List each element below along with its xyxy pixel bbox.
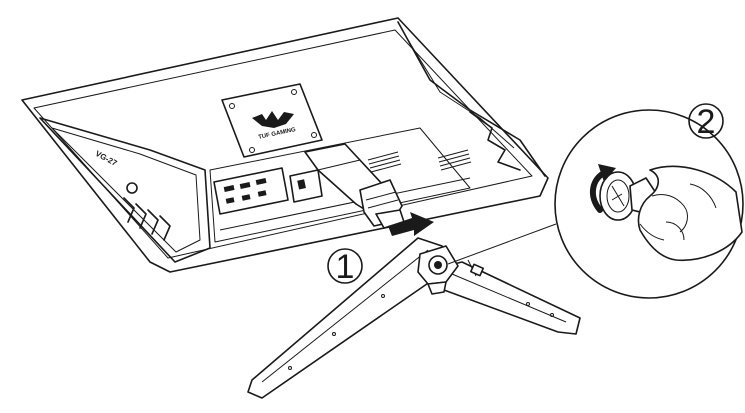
step-2-marker: 2	[688, 103, 724, 141]
vent-left	[367, 151, 402, 173]
step-1-label: 1	[336, 248, 355, 286]
side-chevrons	[123, 182, 171, 241]
insert-arrow-icon	[388, 212, 434, 236]
vent-right	[437, 149, 472, 171]
stand-base	[247, 237, 581, 399]
io-ports	[213, 167, 323, 215]
screw-detail-callout	[554, 109, 744, 299]
callout-leader-line	[447, 223, 557, 265]
rotate-arrow-icon	[589, 164, 616, 213]
vesa-plate: TUF GAMING	[221, 83, 323, 158]
step-2-label: 2	[697, 103, 716, 141]
step-1-marker: 1	[327, 248, 363, 286]
